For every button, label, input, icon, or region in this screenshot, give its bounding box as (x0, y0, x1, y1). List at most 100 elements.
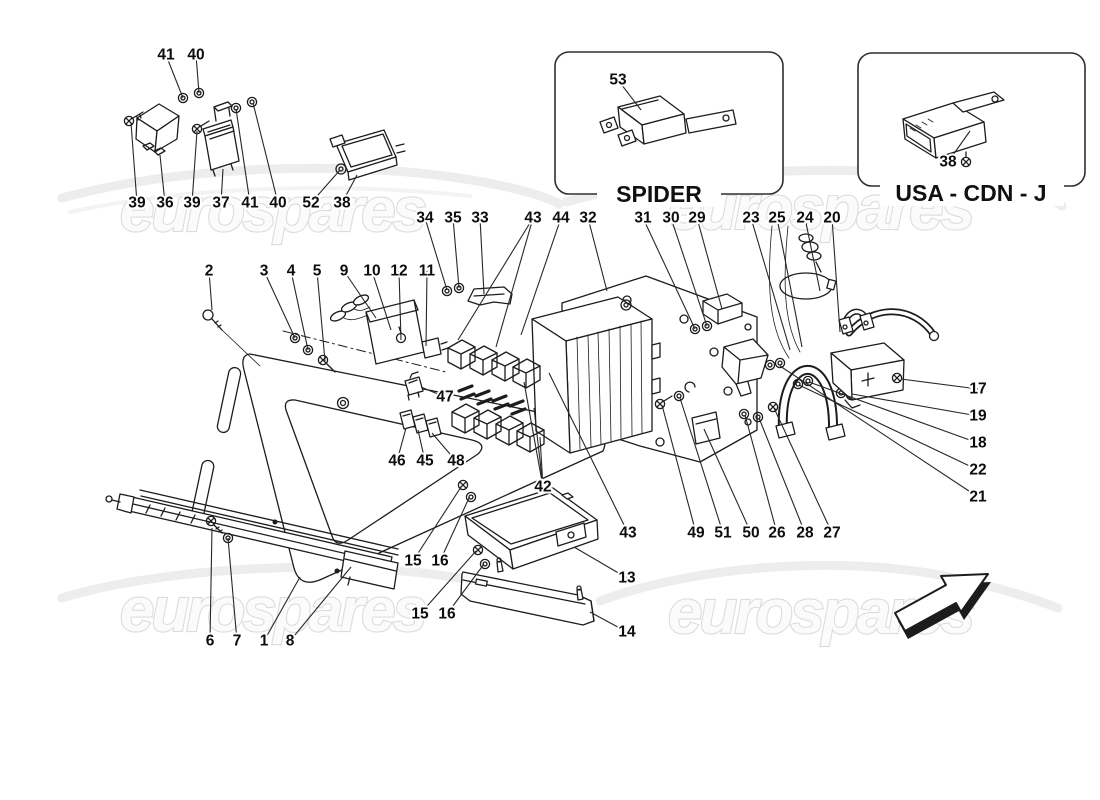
part-number-label[interactable]: 25 (766, 208, 788, 229)
callout-49[interactable]: 49 (661, 404, 707, 544)
part-number-label[interactable]: 19 (967, 406, 989, 427)
part-number-label[interactable]: 33 (469, 208, 491, 229)
part-number-label[interactable]: 3 (258, 261, 271, 282)
part-number-label[interactable]: 9 (338, 261, 351, 282)
callout-36[interactable]: 36 (154, 154, 176, 214)
part-number-label[interactable]: 51 (712, 523, 734, 544)
part-number-label[interactable]: 17 (967, 379, 988, 400)
part-number-label[interactable]: 44 (550, 208, 572, 229)
part-number-label[interactable]: 38 (331, 193, 353, 214)
part-number-label[interactable]: 6 (204, 631, 217, 652)
callout-39[interactable]: 39 (126, 122, 148, 214)
part-number-label[interactable]: 43 (617, 523, 639, 544)
callout-9[interactable]: 9 (338, 261, 377, 319)
callout-48[interactable]: 48 (431, 432, 467, 472)
part-number-label[interactable]: 38 (937, 152, 959, 173)
part-number-label[interactable]: 20 (821, 208, 842, 229)
part-number-label[interactable]: 7 (231, 631, 244, 652)
part-number-label[interactable]: 30 (660, 208, 681, 229)
callout-33[interactable]: 33 (469, 208, 491, 295)
callout-27[interactable]: 27 (773, 407, 843, 544)
part-number-label[interactable]: 50 (740, 523, 761, 544)
part-number-label[interactable]: 24 (794, 208, 816, 229)
callout-21[interactable]: 21 (779, 365, 989, 508)
callout-16[interactable]: 16 (429, 497, 470, 572)
callout-37[interactable]: 37 (210, 168, 232, 214)
callout-2[interactable]: 2 (203, 261, 215, 311)
callout-14[interactable]: 14 (589, 611, 638, 643)
callout-24[interactable]: 24 (794, 208, 821, 292)
callout-40[interactable]: 40 (252, 102, 289, 214)
callout-11[interactable]: 11 (417, 261, 438, 347)
callout-43[interactable]: 43 (457, 208, 544, 348)
callout-31[interactable]: 31 (632, 208, 696, 330)
part-number-label[interactable]: 42 (532, 477, 553, 498)
part-number-label[interactable]: 41 (239, 193, 261, 214)
part-number-label[interactable]: 15 (409, 604, 431, 625)
callout-30[interactable]: 30 (660, 208, 708, 327)
callout-43[interactable]: 43 (548, 372, 639, 544)
callout-26[interactable]: 26 (744, 414, 788, 544)
part-number-label[interactable]: 53 (607, 70, 629, 91)
part-number-label[interactable]: 4 (285, 261, 298, 282)
part-number-label[interactable]: 15 (402, 551, 424, 572)
part-number-label[interactable]: 39 (181, 193, 203, 214)
part-number-label[interactable]: 39 (126, 193, 148, 214)
part-number-label[interactable]: 18 (967, 433, 989, 454)
part-number-label[interactable]: 47 (434, 387, 455, 408)
callout-35[interactable]: 35 (442, 208, 464, 289)
callout-16[interactable]: 16 (436, 563, 485, 625)
part-number-label[interactable]: 22 (967, 460, 988, 481)
callout-6[interactable]: 6 (204, 527, 217, 652)
part-number-label[interactable]: 46 (386, 451, 408, 472)
callout-34[interactable]: 34 (414, 208, 448, 291)
part-number-label[interactable]: 11 (417, 261, 438, 282)
callout-42[interactable]: 42 (523, 381, 554, 498)
callout-17[interactable]: 17 (900, 378, 989, 400)
part-number-label[interactable]: 13 (616, 568, 638, 589)
callout-40[interactable]: 40 (185, 45, 207, 94)
callout-44[interactable]: 44 (520, 208, 572, 336)
callout-12[interactable]: 12 (388, 261, 410, 341)
callout-50[interactable]: 50 (703, 428, 762, 544)
callout-29[interactable]: 29 (686, 208, 723, 310)
part-number-label[interactable]: 40 (267, 193, 288, 214)
part-number-label[interactable]: 12 (388, 261, 409, 282)
callout-41[interactable]: 41 (235, 108, 261, 214)
callout-15[interactable]: 15 (409, 550, 477, 625)
part-number-label[interactable]: 31 (632, 208, 654, 229)
callout-25[interactable]: 25 (766, 208, 803, 348)
part-number-label[interactable]: 16 (436, 604, 458, 625)
callout-38[interactable]: 38 (937, 130, 971, 173)
part-number-label[interactable]: 21 (967, 487, 989, 508)
callout-52[interactable]: 52 (300, 169, 341, 214)
callout-5[interactable]: 5 (311, 261, 326, 362)
callout-4[interactable]: 4 (285, 261, 309, 351)
part-number-label[interactable]: 29 (686, 208, 708, 229)
callout-15[interactable]: 15 (402, 486, 462, 572)
callout-20[interactable]: 20 (821, 208, 843, 333)
callout-3[interactable]: 3 (258, 261, 296, 339)
part-number-label[interactable]: 16 (429, 551, 451, 572)
part-number-label[interactable]: 36 (154, 193, 176, 214)
part-number-label[interactable]: 23 (740, 208, 762, 229)
part-number-label[interactable]: 26 (766, 523, 788, 544)
callout-38[interactable]: 38 (331, 174, 358, 214)
part-number-label[interactable]: 5 (311, 261, 324, 282)
callout-46[interactable]: 46 (386, 427, 408, 472)
callout-28[interactable]: 28 (758, 417, 816, 544)
part-number-label[interactable]: 41 (155, 45, 177, 66)
callout-19[interactable]: 19 (851, 393, 989, 427)
callout-13[interactable]: 13 (573, 546, 638, 589)
callout-45[interactable]: 45 (414, 429, 436, 472)
callout-10[interactable]: 10 (361, 261, 392, 331)
part-number-label[interactable]: 14 (616, 622, 638, 643)
part-number-label[interactable]: 35 (442, 208, 464, 229)
callout-51[interactable]: 51 (679, 397, 734, 544)
callout-39[interactable]: 39 (181, 130, 203, 214)
callout-47[interactable]: 47 (420, 386, 456, 408)
callout-8[interactable]: 8 (284, 566, 352, 652)
callout-22[interactable]: 22 (798, 384, 989, 481)
part-number-label[interactable]: 32 (577, 208, 598, 229)
callout-23[interactable]: 23 (740, 208, 791, 351)
